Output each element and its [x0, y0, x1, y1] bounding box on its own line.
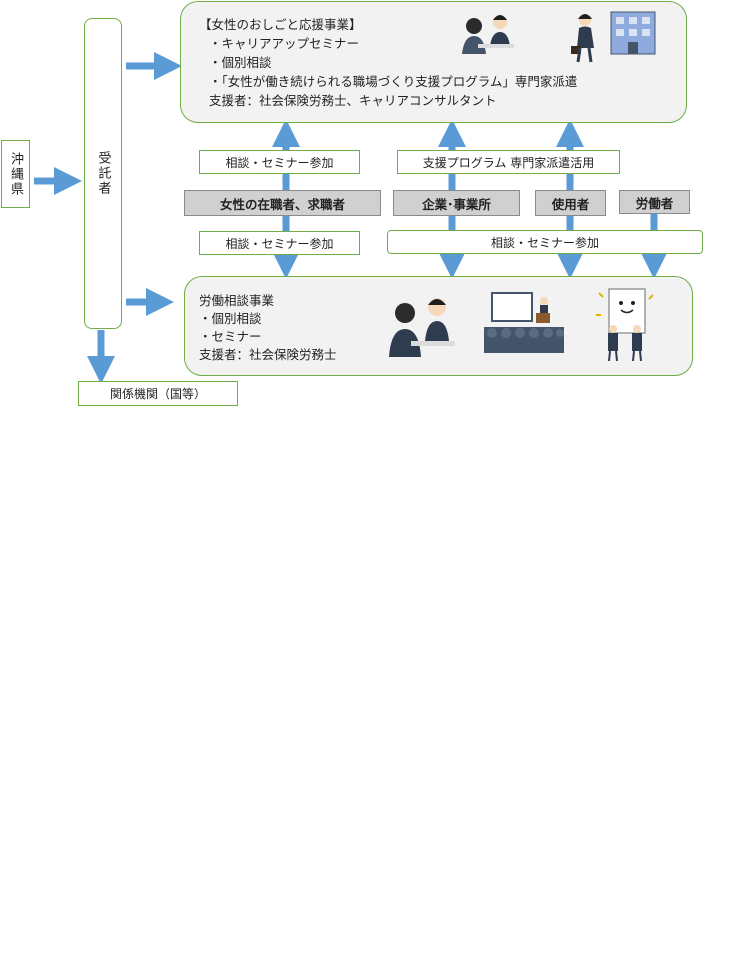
related-agencies-label: 関係機関（国等） — [109, 387, 206, 401]
prefecture-label: 沖縄県 — [8, 151, 23, 197]
consult-seminar-right-label: 相談・セミナー参加 — [387, 230, 703, 254]
women-program-item-seminar: ・キャリアアップセミナー — [209, 36, 360, 51]
consultation-illustration-2 — [389, 298, 455, 357]
labor-program-item-seminar: ・セミナー — [199, 329, 262, 344]
labor-program-panel: 労働相談事業 ・個別相談 ・セミナー 支援者：社会保険労務士 — [184, 276, 693, 376]
women-program-item-consult: ・個別相談 — [209, 55, 272, 70]
women-program-supporters: 支援者：社会保険労務士、キャリアコンサルタント — [209, 93, 497, 108]
labor-program-title: 労働相談事業 — [199, 293, 275, 308]
workers-box: 労働者 — [619, 190, 690, 214]
employers-label: 使用者 — [551, 196, 590, 212]
consult-seminar-upper-label: 相談・セミナー参加 — [199, 150, 360, 174]
employers-box: 使用者 — [535, 190, 606, 216]
companies-box: 企業･事業所 — [393, 190, 520, 216]
labor-program-item-consult: ・個別相談 — [199, 311, 262, 326]
consult-seminar-right-text: 相談・セミナー参加 — [490, 235, 599, 250]
workers-label: 労働者 — [635, 195, 674, 211]
women-participants-box: 女性の在職者、求職者 — [184, 190, 381, 216]
support-program-label: 支援プログラム 専門家派遣活用 — [397, 150, 620, 174]
labor-program-supporters: 支援者：社会保険労務士 — [199, 347, 337, 362]
contractor-box: 受託者 — [84, 18, 122, 329]
consultation-illustration — [462, 15, 514, 54]
businesswoman-building-illustration — [571, 11, 656, 63]
related-agencies-box: 関係機関（国等） — [78, 381, 238, 406]
support-program-text: 支援プログラム 専門家派遣活用 — [422, 155, 595, 170]
women-program-panel: 【女性のおしごと応援事業】 ・キャリアアップセミナー ・個別相談 ・「女性が働き… — [180, 1, 687, 123]
consult-seminar-lower-text: 相談・セミナー参加 — [225, 236, 334, 251]
women-program-item-dispatch: ・「女性が働き続けられる職場づくり支援プログラム」専門家派遣 — [209, 74, 578, 89]
women-participants-label: 女性の在職者、求職者 — [219, 196, 345, 212]
seminar-illustration — [484, 292, 564, 353]
companies-label: 企業･事業所 — [422, 196, 491, 212]
prefecture-box: 沖縄県 — [1, 140, 30, 208]
consult-seminar-lower-label: 相談・セミナー参加 — [199, 231, 360, 255]
consult-seminar-upper-text: 相談・セミナー参加 — [225, 155, 334, 170]
contractor-label: 受託者 — [95, 151, 111, 196]
handbook-mascot-illustration — [596, 288, 654, 361]
women-program-title: 【女性のおしごと応援事業】 — [199, 17, 362, 32]
